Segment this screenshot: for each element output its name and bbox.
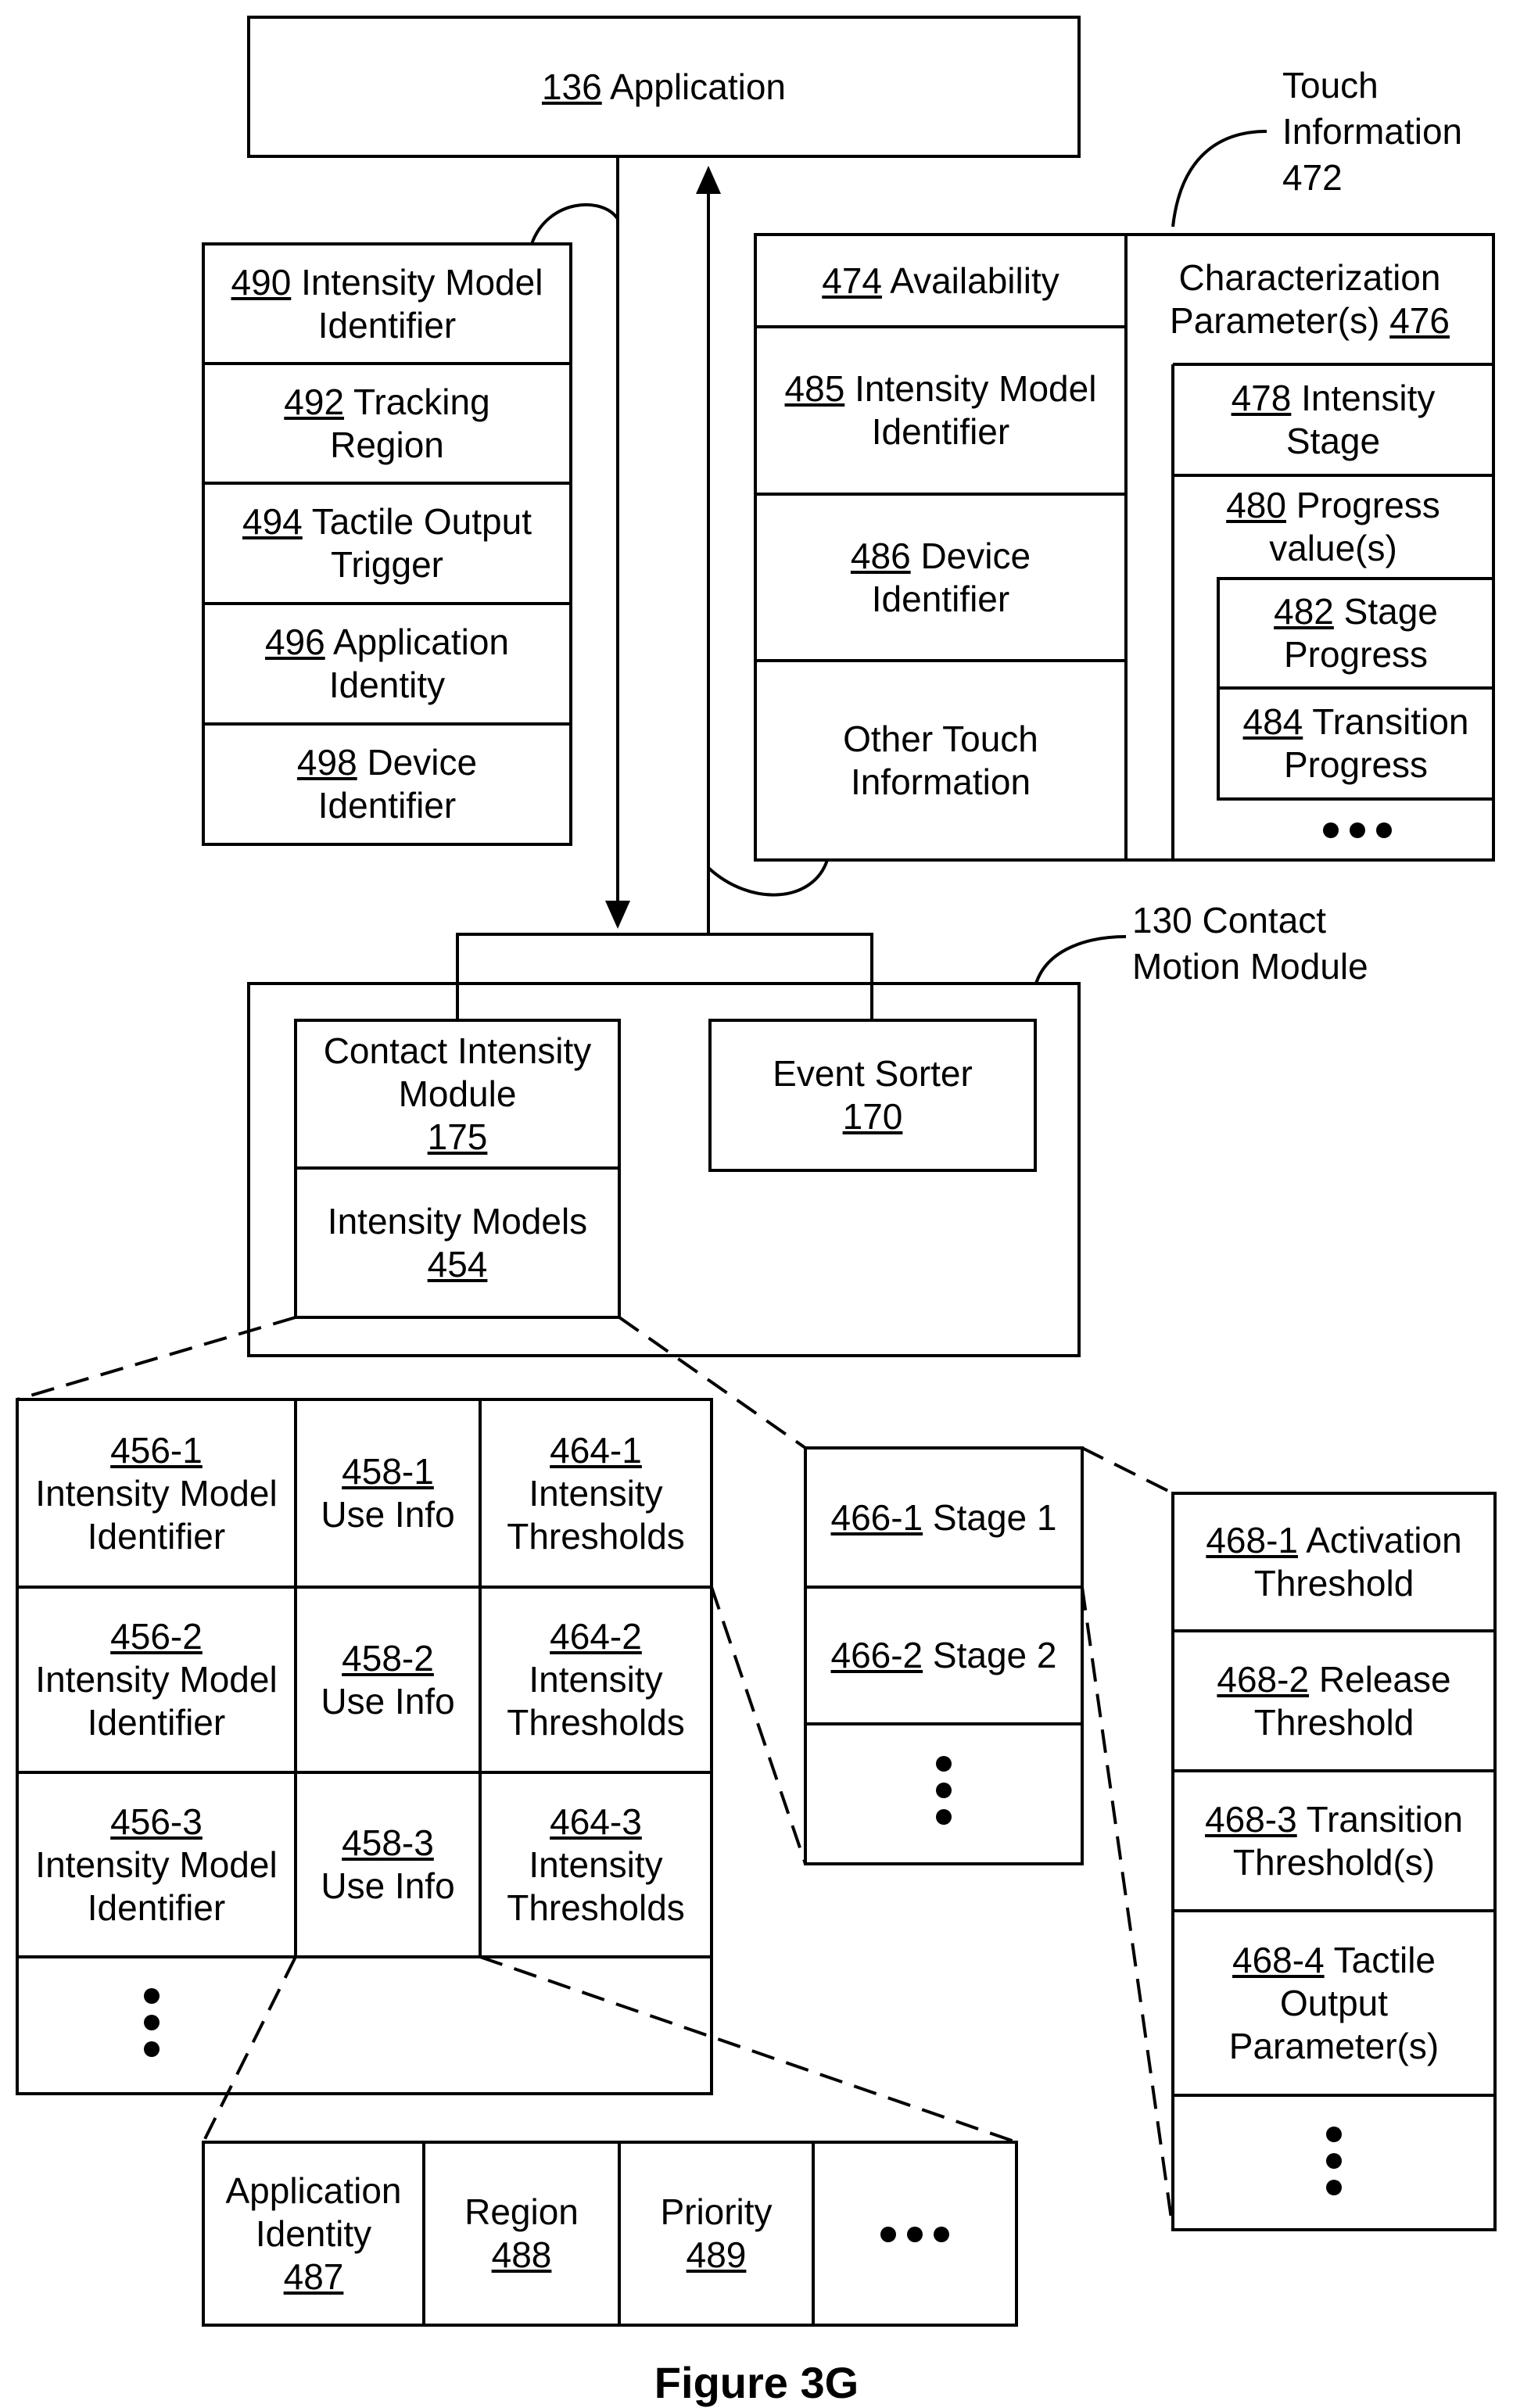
event-sorter-170: Event Sorter 170 (710, 1020, 1035, 1170)
ellipsis-vertical-icon (144, 1988, 160, 2057)
stage-progress-482: 482 Stage Progress (1218, 579, 1493, 688)
availability-474: 474 Availability (755, 235, 1126, 327)
application-box: 136 Application (249, 17, 1079, 156)
stage-466-2: 466-2 Stage 2 (805, 1587, 1082, 1724)
application-text: Application (610, 66, 786, 107)
contact-motion-module-label: 130 Contact Motion Module (1132, 898, 1368, 990)
model-cell-456-1: 456-1 Intensity Model Identifier (17, 1399, 296, 1587)
thresholds-cell-464-3: 464-3 Intensity Thresholds (480, 1772, 712, 1957)
release-threshold-468-2: 468-2 Release Threshold (1173, 1631, 1495, 1771)
tactile-output-trigger-494: 494 Tactile Output Trigger (203, 483, 571, 604)
application-identity-487: Application Identity 487 (203, 2142, 424, 2325)
application-ref: 136 (542, 66, 602, 107)
progress-values-480: 480 Progress value(s) (1173, 475, 1493, 579)
transition-threshold-468-3: 468-3 Transition Threshold(s) (1173, 1771, 1495, 1911)
activation-threshold-468-1: 468-1 Activation Threshold (1173, 1493, 1495, 1631)
intensity-stage-478: 478 Intensity Stage (1173, 364, 1493, 475)
transition-progress-484: 484 Transition Progress (1218, 688, 1493, 799)
region-488: Region 488 (424, 2142, 619, 2325)
contact-intensity-module-175: Contact Intensity Module 175 (296, 1020, 619, 1168)
application-identity-496: 496 Application Identity (203, 604, 571, 724)
stage-466-1: 466-1 Stage 1 (805, 1448, 1082, 1587)
ellipsis-horizontal-icon (1323, 822, 1392, 838)
device-identifier-486: 486 Device Identifier (755, 494, 1126, 661)
intensity-models-454: Intensity Models 454 (296, 1168, 619, 1317)
model-cell-456-3: 456-3 Intensity Model Identifier (17, 1772, 296, 1957)
figure-caption: Figure 3G (0, 2357, 1513, 2408)
priority-489: Priority 489 (619, 2142, 813, 2325)
model-cell-456-2: 456-2 Intensity Model Identifier (17, 1587, 296, 1772)
intensity-model-identifier-485: 485 Intensity Model Identifier (755, 327, 1126, 494)
thresholds-cell-464-2: 464-2 Intensity Thresholds (480, 1587, 712, 1772)
use-info-cell-458-3: 458-3 Use Info (296, 1772, 480, 1957)
other-touch-information: Other Touch Information (755, 661, 1126, 860)
thresholds-cell-464-1: 464-1 Intensity Thresholds (480, 1399, 712, 1587)
ellipsis-vertical-icon (936, 1756, 952, 1825)
touch-information-label: Touch Information 472 (1282, 63, 1462, 201)
tactile-output-parameters-468-4: 468-4 Tactile Output Parameter(s) (1173, 1911, 1495, 2095)
ellipsis-horizontal-icon (880, 2227, 949, 2242)
use-info-cell-458-2: 458-2 Use Info (296, 1587, 480, 1772)
characterization-parameters-476: Characterization Parameter(s) 476 (1126, 235, 1493, 364)
tracking-region-492: 492 Tracking Region (203, 364, 571, 483)
use-info-cell-458-1: 458-1 Use Info (296, 1399, 480, 1587)
intensity-model-identifier-490: 490 Intensity Model Identifier (203, 244, 571, 364)
ellipsis-vertical-icon (1326, 2127, 1342, 2195)
device-identifier-498: 498 Device Identifier (203, 724, 571, 844)
